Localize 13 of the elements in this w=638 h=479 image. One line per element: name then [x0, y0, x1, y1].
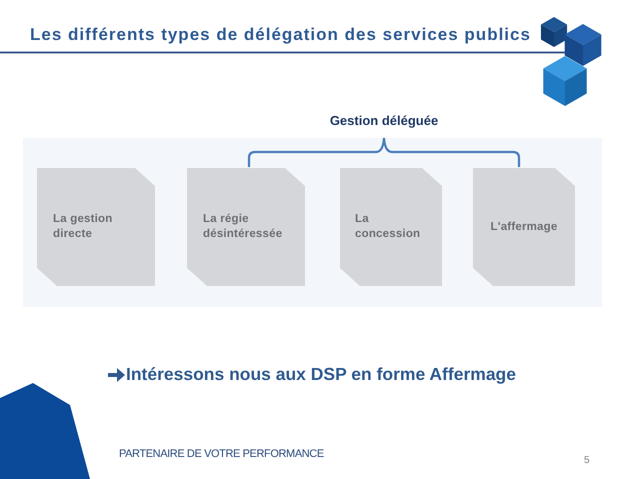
cut-corner-card	[37, 168, 155, 286]
box-label: La gestion directe	[53, 212, 114, 242]
box-label: La concession	[355, 212, 422, 242]
cut-corner-card	[473, 168, 575, 286]
box-label: La régie désintéressée	[203, 212, 284, 242]
footer-tagline: PARTENAIRE DE VOTRE PERFORMANCE	[119, 448, 324, 460]
cut-corner-card	[340, 168, 442, 286]
cut-corner-card	[187, 168, 305, 286]
box-label: L'affermage	[490, 220, 558, 235]
group-heading: Gestion déléguée	[328, 113, 440, 128]
slide-title: Les différents types de délégation des services publics	[30, 25, 531, 45]
page-number: 5	[584, 455, 590, 466]
key-message: Intéressons nous aux DSP en forme Affermage	[126, 364, 516, 385]
